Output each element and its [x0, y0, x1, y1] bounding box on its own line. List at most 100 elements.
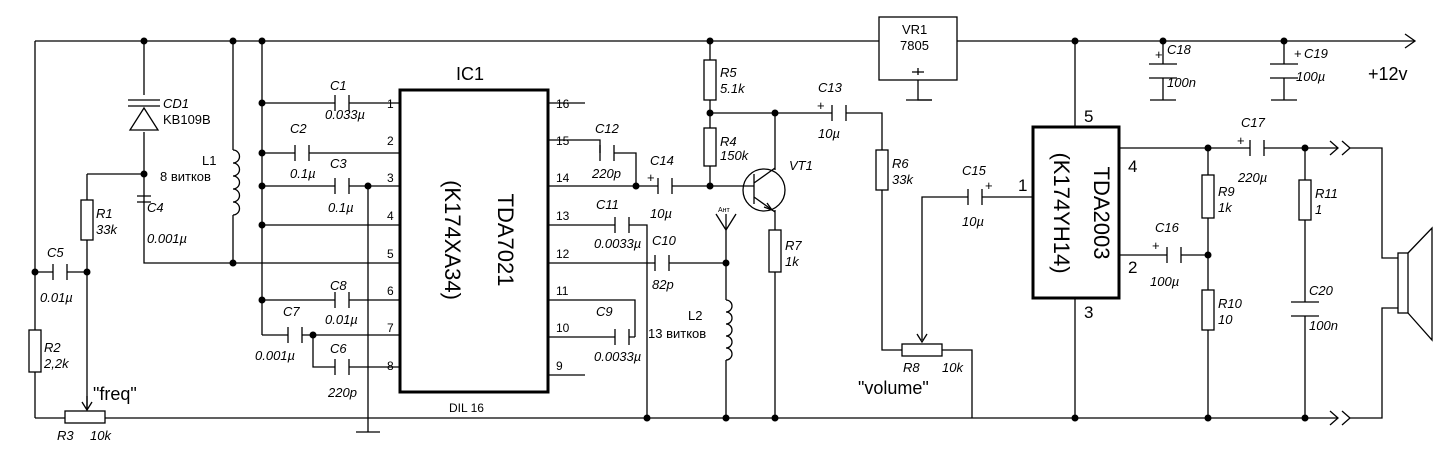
svg-text:+: + [985, 178, 993, 193]
ic1-package: DIL 16 [449, 401, 484, 415]
svg-text:+: + [1237, 133, 1245, 148]
svg-text:11: 11 [556, 284, 569, 298]
svg-text:9: 9 [556, 359, 563, 373]
c3-ref: C3 [330, 156, 347, 171]
c18-value: 100n [1167, 75, 1196, 90]
svg-text:12: 12 [556, 247, 570, 261]
c9-ref: C9 [596, 304, 613, 319]
c12-ref: C12 [595, 121, 620, 136]
c9-value: 0.0033µ [594, 349, 641, 364]
svg-text:6: 6 [387, 284, 394, 298]
r10-ref: R10 [1218, 296, 1243, 311]
r11-ref: R11 [1315, 186, 1338, 201]
r2-value: 2,2k [43, 356, 70, 371]
c4-value: 0.001µ [147, 231, 187, 246]
volume-label: "volume" [858, 378, 929, 398]
r5-value: 5.1k [720, 81, 746, 96]
c10-ref: C10 [652, 233, 677, 248]
ic1-name: TDA7021 [493, 194, 518, 287]
c11-ref: C11 [596, 197, 619, 212]
l2-ref: L2 [688, 308, 702, 323]
svg-text:3: 3 [1084, 303, 1093, 322]
svg-text:8: 8 [387, 359, 394, 373]
junctions [31, 37, 1309, 422]
svg-text:+: + [817, 98, 825, 113]
r6-value: 33k [892, 172, 914, 187]
c11-value: 0.0033µ [594, 236, 641, 251]
c15-value: 10µ [962, 214, 984, 229]
r3-value: 10k [90, 428, 112, 443]
r9-ref: R9 [1218, 184, 1235, 199]
l1-value: 8 витков [160, 169, 211, 184]
svg-text:+: + [1155, 47, 1163, 62]
c8-ref: C8 [330, 278, 347, 293]
wires [34, 33, 1417, 433]
r11-value: 1 [1315, 202, 1322, 217]
ic1-pins: 1 2 3 4 5 6 7 8 16 15 14 13 12 11 10 9 [387, 97, 570, 373]
c12-value: 220p [591, 166, 621, 181]
svg-text:5: 5 [1084, 107, 1093, 126]
c17-value: 220µ [1237, 170, 1267, 185]
cd1-ref: CD1 [163, 96, 189, 111]
r7-value: 1k [785, 254, 800, 269]
c1-value: 0.033µ [325, 107, 365, 122]
svg-text:1: 1 [387, 97, 394, 111]
ic2-alt-name: (K174YH14) [1049, 152, 1074, 273]
svg-text:2: 2 [387, 134, 394, 148]
svg-text:10: 10 [556, 321, 570, 335]
c6-value: 220p [327, 385, 357, 400]
r10-value: 10 [1218, 312, 1233, 327]
r9-value: 1k [1218, 200, 1233, 215]
svg-text:15: 15 [556, 134, 570, 148]
c20-value: 100n [1309, 318, 1338, 333]
ic1-body [398, 88, 550, 394]
l2-value: 13 витков [648, 326, 706, 341]
svg-text:+: + [1152, 238, 1160, 253]
c19-value: 100µ [1296, 69, 1325, 84]
c3-value: 0.1µ [328, 200, 354, 215]
r1-value: 33k [96, 222, 118, 237]
c18-ref: C18 [1167, 42, 1192, 57]
c14-value: 10µ [650, 206, 672, 221]
ic2-body [1031, 125, 1121, 300]
svg-text:+: + [647, 170, 655, 185]
c1-ref: C1 [330, 78, 347, 93]
freq-label: "freq" [93, 384, 137, 404]
svg-text:16: 16 [556, 97, 570, 111]
ic1-alt-name: (K174XA34) [440, 180, 465, 300]
c5-ref: C5 [47, 245, 64, 260]
svg-text:14: 14 [556, 171, 570, 185]
r6-ref: R6 [892, 156, 909, 171]
antenna-label: Ант [718, 207, 731, 214]
c14-ref: C14 [650, 153, 674, 168]
c6-ref: C6 [330, 341, 347, 356]
c20-ref: C20 [1309, 283, 1334, 298]
c2-value: 0.1µ [290, 166, 316, 181]
c15-ref: C15 [962, 163, 987, 178]
svg-text:1: 1 [1018, 176, 1027, 195]
r7-ref: R7 [785, 238, 802, 253]
supply-label: +12v [1368, 64, 1408, 84]
c16-value: 100µ [1150, 274, 1179, 289]
c4-ref: C4 [147, 200, 164, 215]
svg-text:5: 5 [387, 247, 394, 261]
vr1-ref: VR1 [902, 22, 927, 37]
r8-ref: R8 [903, 360, 920, 375]
component-bodies [28, 16, 1433, 424]
c17-ref: C17 [1241, 115, 1266, 130]
c13-value: 10µ [818, 126, 840, 141]
svg-text:+: + [1294, 46, 1302, 61]
r4-ref: R4 [720, 134, 737, 149]
l1-ref: L1 [202, 153, 216, 168]
r2-ref: R2 [44, 340, 61, 355]
r3-ref: R3 [57, 428, 74, 443]
r4-value: 150k [720, 148, 750, 163]
c2-ref: C2 [290, 121, 307, 136]
r1-ref: R1 [96, 206, 113, 221]
cd1-value: KB109B [163, 112, 211, 127]
svg-text:13: 13 [556, 209, 570, 223]
vr1-value: 7805 [900, 38, 929, 53]
polarity-marks: + + + + + + + [647, 46, 1302, 253]
c19-ref: C19 [1304, 46, 1328, 61]
